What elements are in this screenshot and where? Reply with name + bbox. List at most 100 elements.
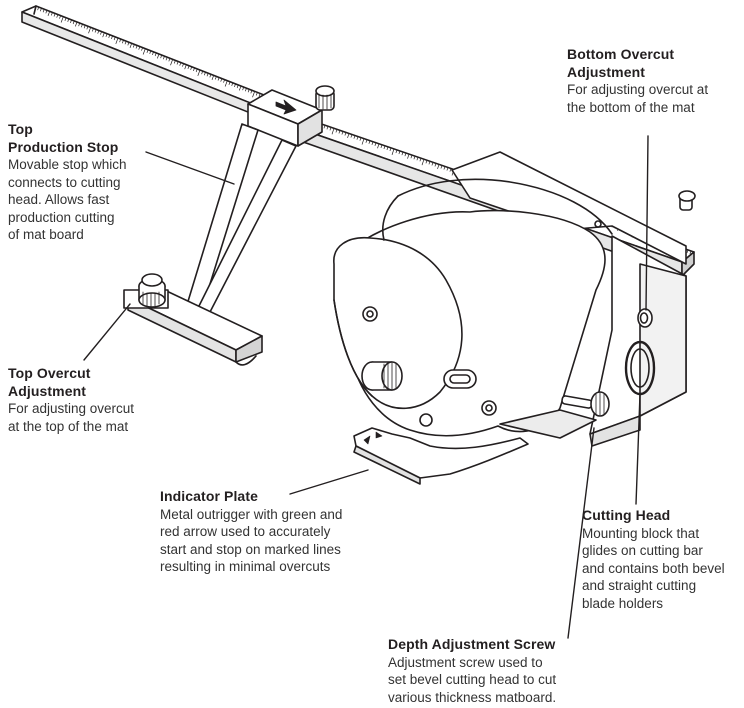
ruler-tick bbox=[443, 166, 446, 170]
ruler-tick bbox=[326, 125, 329, 130]
ruler-tick bbox=[440, 165, 443, 169]
ruler-tick bbox=[67, 18, 70, 22]
ruler-tick bbox=[250, 89, 253, 94]
ruler-tick bbox=[223, 79, 225, 83]
ruler-tick bbox=[168, 57, 171, 62]
ruler-tick bbox=[380, 144, 383, 149]
ruler-tick bbox=[437, 164, 440, 170]
ruler-tick bbox=[245, 87, 247, 92]
ruler-tick bbox=[323, 124, 326, 129]
ruler-tick bbox=[132, 44, 135, 48]
desc-line: various thickness matboard. bbox=[388, 689, 557, 705]
ruler-tick bbox=[190, 66, 193, 70]
production-stop-block bbox=[247, 85, 335, 147]
ruler-tick bbox=[108, 34, 111, 38]
ruler-tick bbox=[407, 153, 410, 159]
ruler-tick bbox=[122, 39, 124, 44]
ruler-tick bbox=[173, 60, 176, 64]
ruler-tick bbox=[252, 90, 256, 98]
ruler-tick bbox=[234, 83, 236, 88]
desc-line: Metal outrigger with green and bbox=[160, 506, 343, 522]
ruler-tick bbox=[361, 138, 365, 145]
ruler-tick bbox=[428, 160, 431, 165]
ruler-tick bbox=[51, 12, 53, 16]
ruler-tick bbox=[389, 147, 392, 152]
callout-top-production-stop: Top Production Stop Movable stop which c… bbox=[8, 121, 127, 244]
ruler-tick bbox=[347, 133, 350, 139]
ruler-tick bbox=[401, 151, 404, 156]
ruler-tick bbox=[83, 24, 86, 29]
ruler-tick bbox=[374, 142, 377, 146]
ruler-tick bbox=[255, 92, 258, 96]
title-line: Bottom Overcut bbox=[567, 46, 675, 62]
ruler-tick bbox=[239, 85, 242, 91]
ruler-tick bbox=[217, 77, 220, 81]
ruler-tick bbox=[416, 156, 419, 161]
callout-cutting-head: Cutting Head Mounting block that glides … bbox=[582, 507, 725, 612]
ruler-tick bbox=[115, 37, 119, 44]
ruler-tick bbox=[40, 7, 42, 12]
ruler-tick bbox=[350, 134, 353, 138]
ruler-tick bbox=[211, 74, 215, 80]
callout-depth-adjustment-screw: Depth Adjustment Screw Adjustment screw … bbox=[388, 636, 556, 706]
desc-line: Movable stop which bbox=[8, 157, 127, 172]
ruler-tick bbox=[146, 49, 149, 53]
ruler-tick bbox=[341, 131, 344, 135]
desc-line: red arrow used to accurately bbox=[160, 524, 331, 539]
ruler-tick bbox=[431, 161, 434, 166]
callout-description: Mounting block that glides on cutting ba… bbox=[582, 525, 725, 613]
desc-line: at the top of the mat bbox=[8, 418, 129, 434]
ruler-tick bbox=[214, 76, 217, 80]
callout-description: Movable stop which connects to cutting h… bbox=[8, 156, 127, 244]
ruler-tick bbox=[184, 64, 187, 70]
ruler-tick bbox=[377, 143, 380, 149]
ruler-tick bbox=[338, 130, 341, 134]
ruler-tick bbox=[446, 167, 449, 171]
title-line: Indicator Plate bbox=[160, 488, 258, 504]
ruler-tick bbox=[434, 163, 437, 167]
callout-title: Top Production Stop bbox=[8, 121, 127, 156]
ruler-tick bbox=[187, 65, 190, 69]
ruler-tick bbox=[359, 137, 362, 141]
ruler-tick bbox=[78, 22, 81, 27]
ruler-tick bbox=[410, 154, 413, 159]
ruler-tick bbox=[391, 148, 395, 155]
desc-line: set bevel cutting head to cut bbox=[388, 672, 557, 687]
callout-description: Metal outrigger with green and red arrow… bbox=[160, 506, 342, 576]
desc-line: and contains both bevel bbox=[582, 560, 725, 576]
ruler-tick bbox=[258, 93, 261, 97]
ruler-tick bbox=[113, 36, 116, 41]
desc-line: For adjusting overcut bbox=[8, 401, 135, 416]
callout-title: Indicator Plate bbox=[160, 488, 342, 506]
ruler-tick bbox=[142, 48, 146, 55]
ruler-tick bbox=[53, 13, 56, 17]
ruler-tick bbox=[368, 140, 371, 144]
ruler-tick bbox=[176, 61, 179, 65]
ruler-tick bbox=[242, 86, 245, 91]
desc-line: connects to cutting bbox=[8, 174, 121, 190]
ruler-tick bbox=[72, 20, 75, 25]
callout-bottom-overcut: Bottom Overcut Adjustment For adjusting … bbox=[567, 46, 708, 116]
ruler-tick bbox=[64, 17, 67, 21]
ruler-tick bbox=[449, 168, 452, 172]
ruler-tick bbox=[419, 157, 422, 162]
ruler-tick bbox=[86, 25, 89, 30]
ruler-tick bbox=[228, 81, 231, 85]
ruler-tick bbox=[97, 30, 100, 34]
callout-description: For adjusting overcut at the bottom of t… bbox=[567, 81, 708, 116]
ruler-tick bbox=[398, 150, 401, 155]
ruler-tick bbox=[179, 62, 182, 66]
ruler-tick bbox=[182, 63, 184, 67]
ruler-tick bbox=[331, 127, 335, 135]
ruler-tick bbox=[206, 72, 209, 77]
ruler-tick bbox=[102, 32, 105, 38]
callout-description: For adjusting overcut at the top of the … bbox=[8, 400, 134, 435]
ruler-tick bbox=[353, 135, 356, 139]
desc-line: production cutting bbox=[8, 209, 115, 225]
ruler-tick bbox=[60, 16, 64, 23]
ruler-tick bbox=[170, 58, 174, 66]
ruler-tick bbox=[119, 38, 122, 43]
ruler-tick bbox=[152, 51, 154, 56]
ruler-tick bbox=[100, 31, 102, 35]
